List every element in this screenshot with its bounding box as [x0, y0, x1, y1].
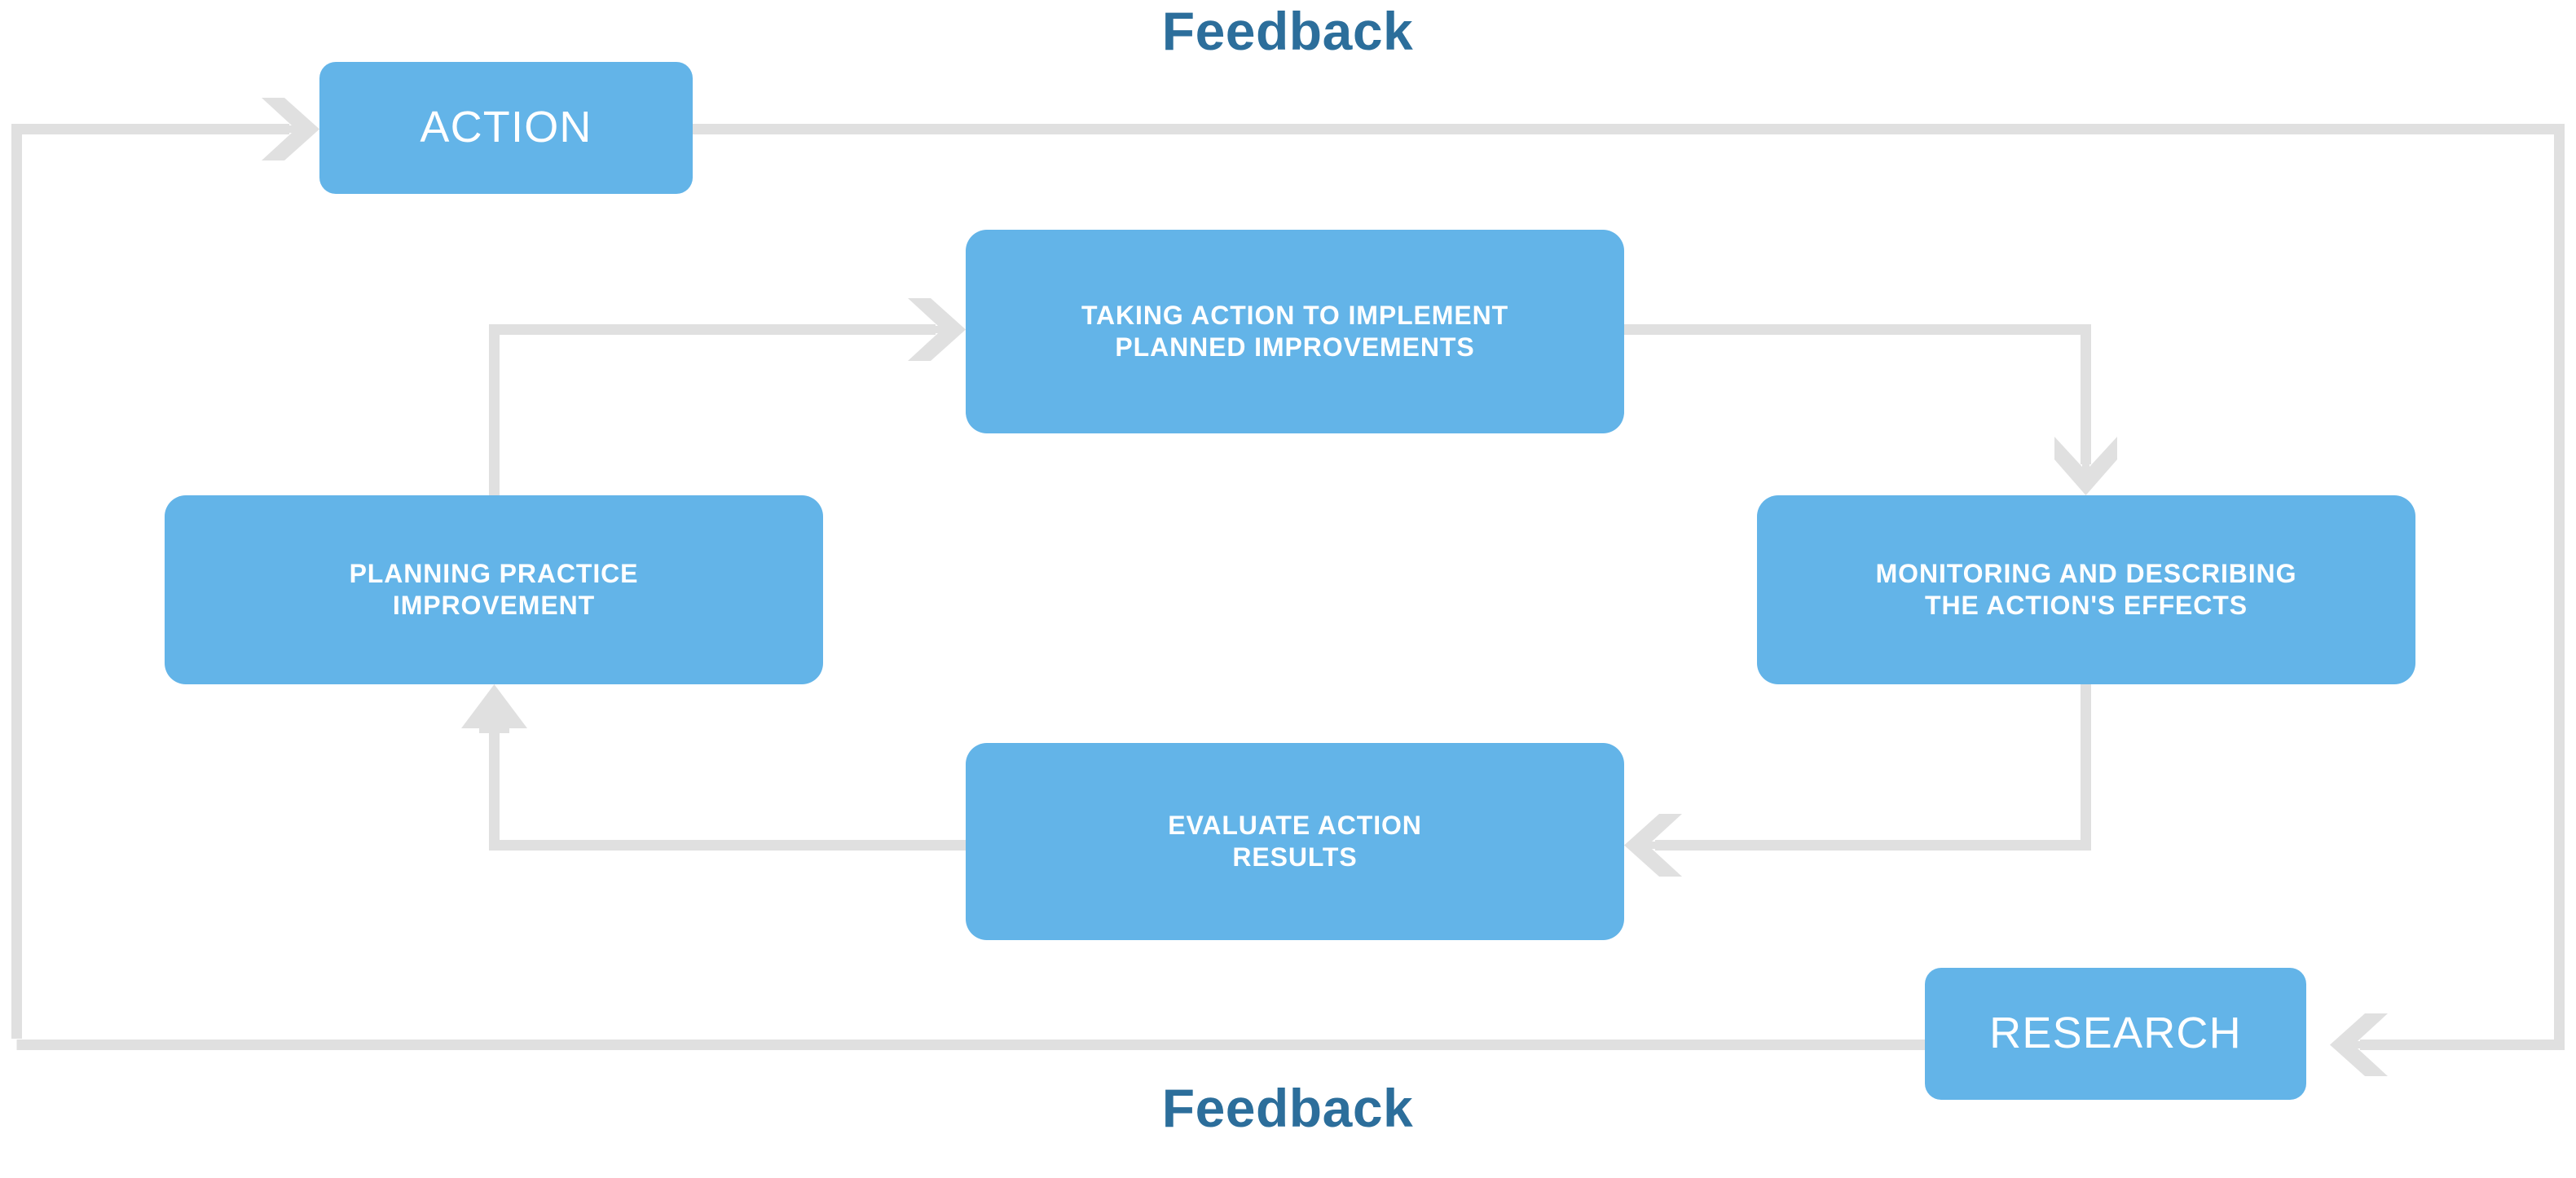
arrowhead-into-monitoring-icon	[2054, 437, 2117, 495]
caption-feedback-top: Feedback	[1161, 1, 1414, 61]
caption-feedback-bottom: Feedback	[1161, 1078, 1414, 1138]
node-planning-label: PLANNING PRACTICE IMPROVEMENT	[349, 558, 639, 620]
connector-taking-to-monitoring-line	[1624, 324, 2091, 464]
arrowhead-into-research-icon	[2330, 1013, 2388, 1076]
arrowhead-into-planning-icon	[461, 684, 527, 733]
connector-outer-to-research-line	[693, 124, 2565, 1050]
connector-monitoring-to-evaluate-line	[1655, 684, 2091, 851]
node-monitoring-label: MONITORING AND DESCRIBING THE ACTION'S E…	[1875, 558, 2297, 620]
connector-evaluate-to-planning-line	[489, 715, 966, 851]
connector-planning-to-taking-line	[489, 324, 936, 495]
connector-outer-to-action-line	[11, 124, 289, 1039]
node-action[interactable]: ACTION	[319, 62, 693, 194]
node-taking-action-label: TAKING ACTION TO IMPLEMENT PLANNED IMPRO…	[1081, 300, 1509, 362]
node-monitoring-describing[interactable]: MONITORING AND DESCRIBING THE ACTION'S E…	[1757, 495, 2415, 684]
node-action-label: ACTION	[420, 103, 592, 152]
arrowhead-into-taking-action-icon	[908, 298, 966, 361]
arrowhead-into-action-icon	[262, 98, 319, 160]
node-evaluate-label: EVALUATE ACTION RESULTS	[1168, 810, 1422, 872]
node-planning-practice-improvement[interactable]: PLANNING PRACTICE IMPROVEMENT	[165, 495, 823, 684]
node-evaluate-action-results[interactable]: EVALUATE ACTION RESULTS	[966, 743, 1624, 940]
arrowhead-into-evaluate-icon	[1624, 814, 1682, 877]
node-taking-action[interactable]: TAKING ACTION TO IMPLEMENT PLANNED IMPRO…	[966, 230, 1624, 433]
node-research-label: RESEARCH	[1989, 1009, 2242, 1058]
node-research[interactable]: RESEARCH	[1925, 968, 2306, 1100]
